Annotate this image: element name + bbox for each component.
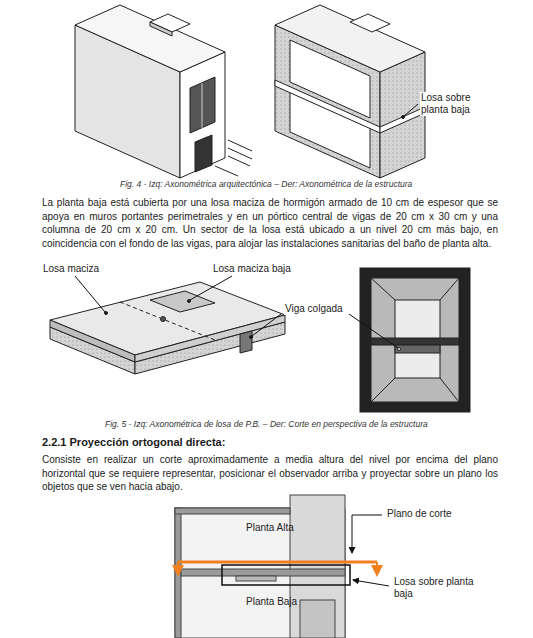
drawing-polygon xyxy=(75,5,225,72)
drawing-rect xyxy=(371,338,459,345)
section-heading: 2.2.1 Proyección ortogonal directa: xyxy=(42,436,225,448)
drawing-line xyxy=(215,166,238,176)
drawing-line xyxy=(371,378,395,402)
drawing-rect xyxy=(290,495,345,638)
drawing-line xyxy=(349,314,398,348)
drawing-polygon xyxy=(150,22,172,36)
drawing-rect xyxy=(181,569,345,576)
drawing-rect xyxy=(360,268,470,412)
figure-callout: Losa sobre planta baja xyxy=(420,92,500,116)
drawing-line xyxy=(228,156,250,166)
structure-section xyxy=(349,268,470,412)
drawing-polygon xyxy=(150,14,190,32)
figure-callout: Losa sobre planta baja xyxy=(393,576,475,600)
drawing-polygon xyxy=(150,291,215,312)
drawing-circle xyxy=(161,317,166,322)
drawing-polygon xyxy=(50,320,135,362)
drawing-polygon xyxy=(135,315,285,362)
drawing-line xyxy=(404,104,418,116)
drawing-line xyxy=(440,278,459,300)
drawing-polygon xyxy=(275,80,380,133)
drawing-polygon xyxy=(195,135,212,172)
drawing-line xyxy=(371,278,395,300)
drawing-polygon xyxy=(380,52,425,178)
drawing-rect xyxy=(222,565,350,585)
drawing-circle xyxy=(250,336,253,339)
cut-plane-section xyxy=(175,495,389,638)
space-label: Planta Alta xyxy=(246,522,294,534)
drawing-polygon xyxy=(290,92,370,168)
drawing-circle xyxy=(402,116,405,119)
drawing-polygon xyxy=(380,107,425,133)
structure-axonometric xyxy=(275,5,425,178)
slab-axonometric xyxy=(50,276,285,374)
drawing-circle xyxy=(188,300,191,303)
drawing-circle xyxy=(398,348,401,351)
drawing-line xyxy=(178,561,377,564)
drawing-rect xyxy=(175,508,290,514)
drawing-rect xyxy=(175,508,181,638)
drawing-line xyxy=(353,580,389,586)
drawing-line xyxy=(177,562,179,575)
drawing-rect xyxy=(371,278,459,402)
drawing-polygon xyxy=(240,331,252,353)
body-paragraph: Consiste en realizar un corte aproximada… xyxy=(42,453,498,494)
drawing-rect xyxy=(300,600,335,638)
drawing-line xyxy=(252,314,281,336)
drawing-polygon xyxy=(190,77,215,133)
drawing-polygon xyxy=(350,14,390,32)
drawing-line xyxy=(376,562,378,575)
drawing-polygon xyxy=(180,52,225,178)
building-axonometric xyxy=(75,5,252,178)
drawing-line xyxy=(75,276,105,312)
drawing-rect xyxy=(236,576,276,581)
drawing-line xyxy=(120,302,215,340)
drawing-polyline xyxy=(352,515,382,553)
space-label: Planta Baja xyxy=(246,596,297,608)
figure-caption: Fig. 5 - Izq: Axonométrica de losa de P.… xyxy=(105,418,428,430)
drawing-line xyxy=(202,83,203,128)
drawing-polygon xyxy=(50,282,285,355)
figure-callout: Plano de corte xyxy=(386,508,453,520)
drawing-circle xyxy=(105,312,108,315)
figure-callout: Viga colgada xyxy=(284,303,344,315)
figure-callout: Losa maciza xyxy=(42,263,100,275)
drawing-line xyxy=(190,276,232,300)
body-paragraph: La planta baja está cubierta por una los… xyxy=(42,196,498,250)
drawing-rect xyxy=(395,345,440,353)
figure-caption: Fig. 4 - Izq: Axonométrica arquitectónic… xyxy=(120,178,412,190)
figure-callout: Losa maciza baja xyxy=(212,263,292,275)
drawing-line xyxy=(440,378,459,402)
